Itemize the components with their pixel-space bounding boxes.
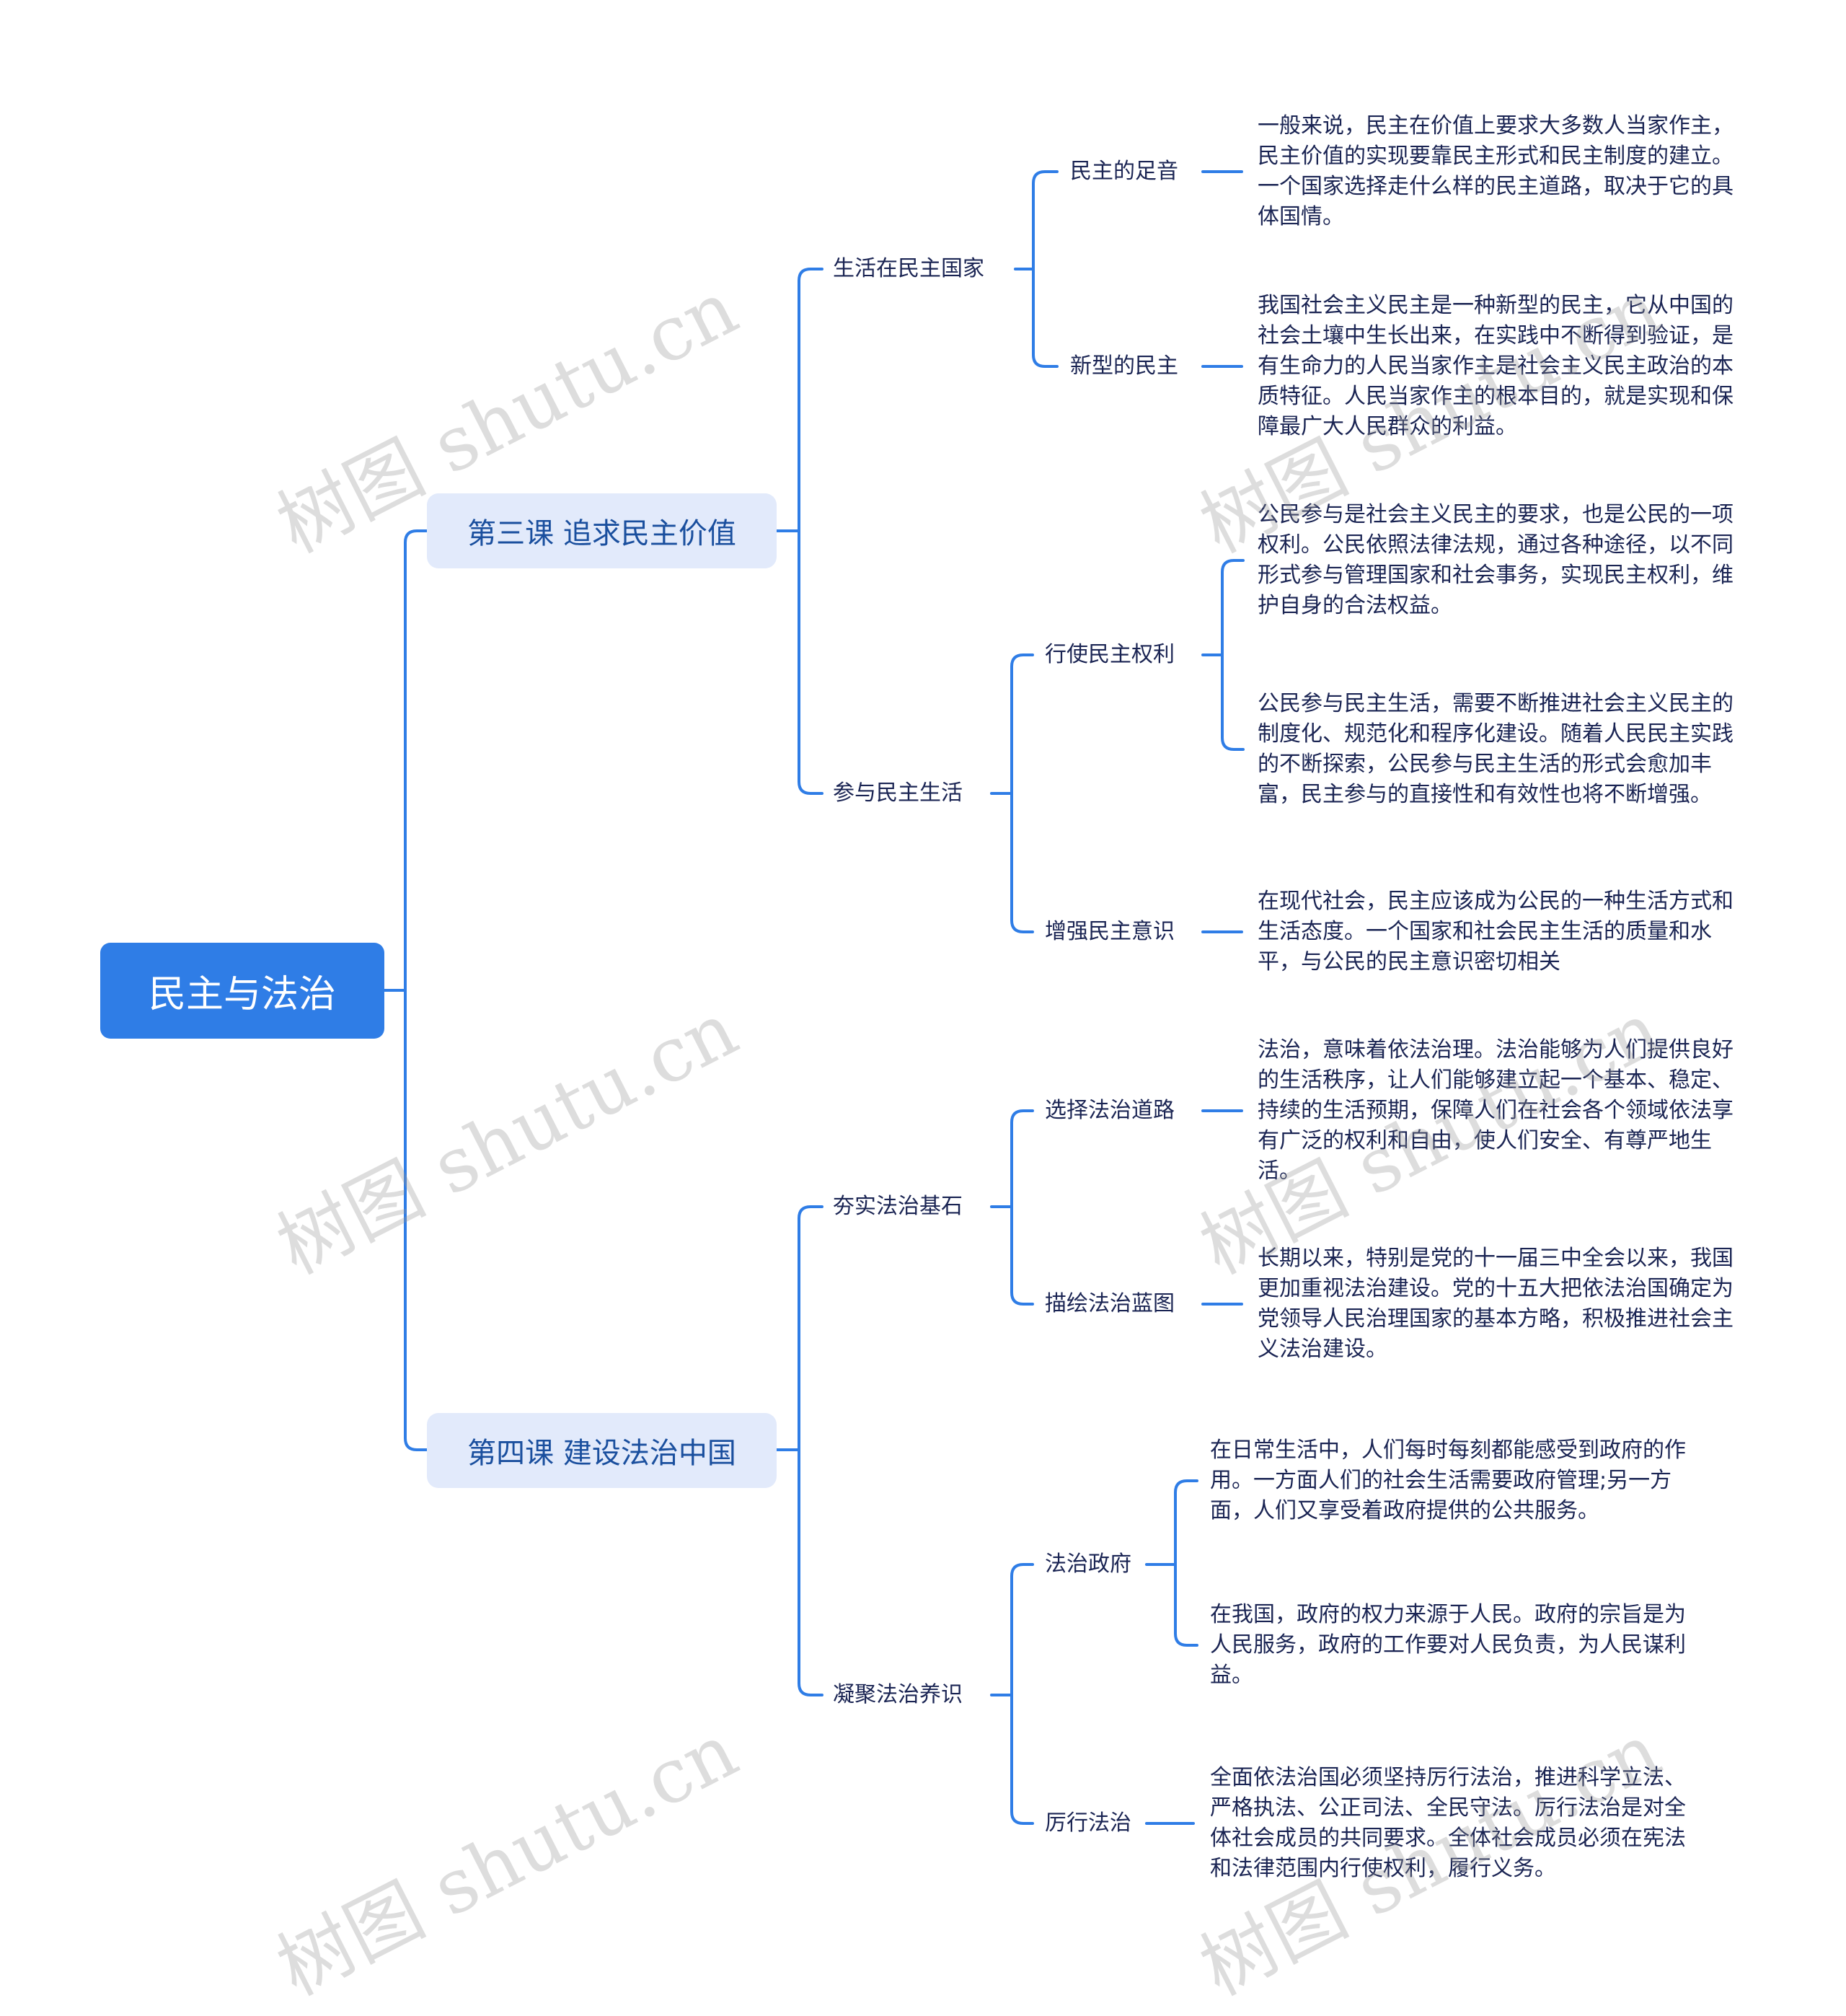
topic-node[interactable]: 夯实法治基石 — [833, 1194, 963, 1219]
lesson-node-3[interactable]: 第三课 追求民主价值 — [427, 493, 777, 568]
root-node[interactable]: 民主与法治 — [100, 943, 384, 1039]
note-text[interactable]: 长期以来，特别是党的十一届三中全会以来，我国更加重视法治建设。党的十五大把依法治… — [1258, 1246, 1734, 1362]
topic-node[interactable]: 凝聚法治养识 — [833, 1682, 963, 1707]
note-text[interactable]: 公民参与民主生活，需要不断推进社会主义民主的制度化、规范化和程序化建设。随着人民… — [1258, 691, 1734, 807]
topic-node[interactable]: 参与民主生活 — [833, 780, 963, 806]
lesson-node-4[interactable]: 第四课 建设法治中国 — [427, 1413, 777, 1488]
note-text[interactable]: 全面依法治国必须坚持厉行法治，推进科学立法、严格执法、公正司法、全民守法。厉行法… — [1210, 1765, 1686, 1881]
point-node[interactable]: 增强民主意识 — [1045, 919, 1175, 944]
point-node[interactable]: 厉行法治 — [1045, 1810, 1131, 1836]
point-node[interactable]: 新型的民主 — [1070, 353, 1178, 379]
note-text[interactable]: 在现代社会，民主应该成为公民的一种生活方式和生活态度。一个国家和社会民主生活的质… — [1258, 889, 1734, 974]
point-node[interactable]: 民主的足音 — [1070, 159, 1178, 184]
note-text[interactable]: 法治，意味着依法治理。法治能够为人们提供良好的生活秩序，让人们能够建立起一个基本… — [1258, 1037, 1734, 1184]
note-text[interactable]: 公民参与是社会主义民主的要求，也是公民的一项权利。公民依照法律法规，通过各种途径… — [1258, 502, 1734, 618]
note-text[interactable]: 在日常生活中，人们每时每刻都能感受到政府的作用。一方面人们的社会生活需要政府管理… — [1210, 1438, 1686, 1523]
point-node[interactable]: 描绘法治蓝图 — [1045, 1291, 1175, 1316]
point-node[interactable]: 法治政府 — [1045, 1551, 1131, 1577]
note-text[interactable]: 在我国，政府的权力来源于人民。政府的宗旨是为人民服务，政府的工作要对人民负责，为… — [1210, 1602, 1686, 1688]
note-text[interactable]: 我国社会主义民主是一种新型的民主，它从中国的社会土壤中生长出来，在实践中不断得到… — [1258, 293, 1734, 439]
topic-node[interactable]: 生活在民主国家 — [833, 256, 984, 281]
note-text[interactable]: 一般来说，民主在价值上要求大多数人当家作主，民主价值的实现要靠民主形式和民主制度… — [1258, 113, 1734, 229]
point-node[interactable]: 选择法治道路 — [1045, 1098, 1175, 1123]
root-label: 民主与法治 — [148, 973, 336, 1016]
point-node[interactable]: 行使民主权利 — [1045, 642, 1175, 667]
lesson-label: 第三课 追求民主价值 — [467, 517, 736, 550]
lesson-label: 第四课 建设法治中国 — [467, 1437, 736, 1470]
